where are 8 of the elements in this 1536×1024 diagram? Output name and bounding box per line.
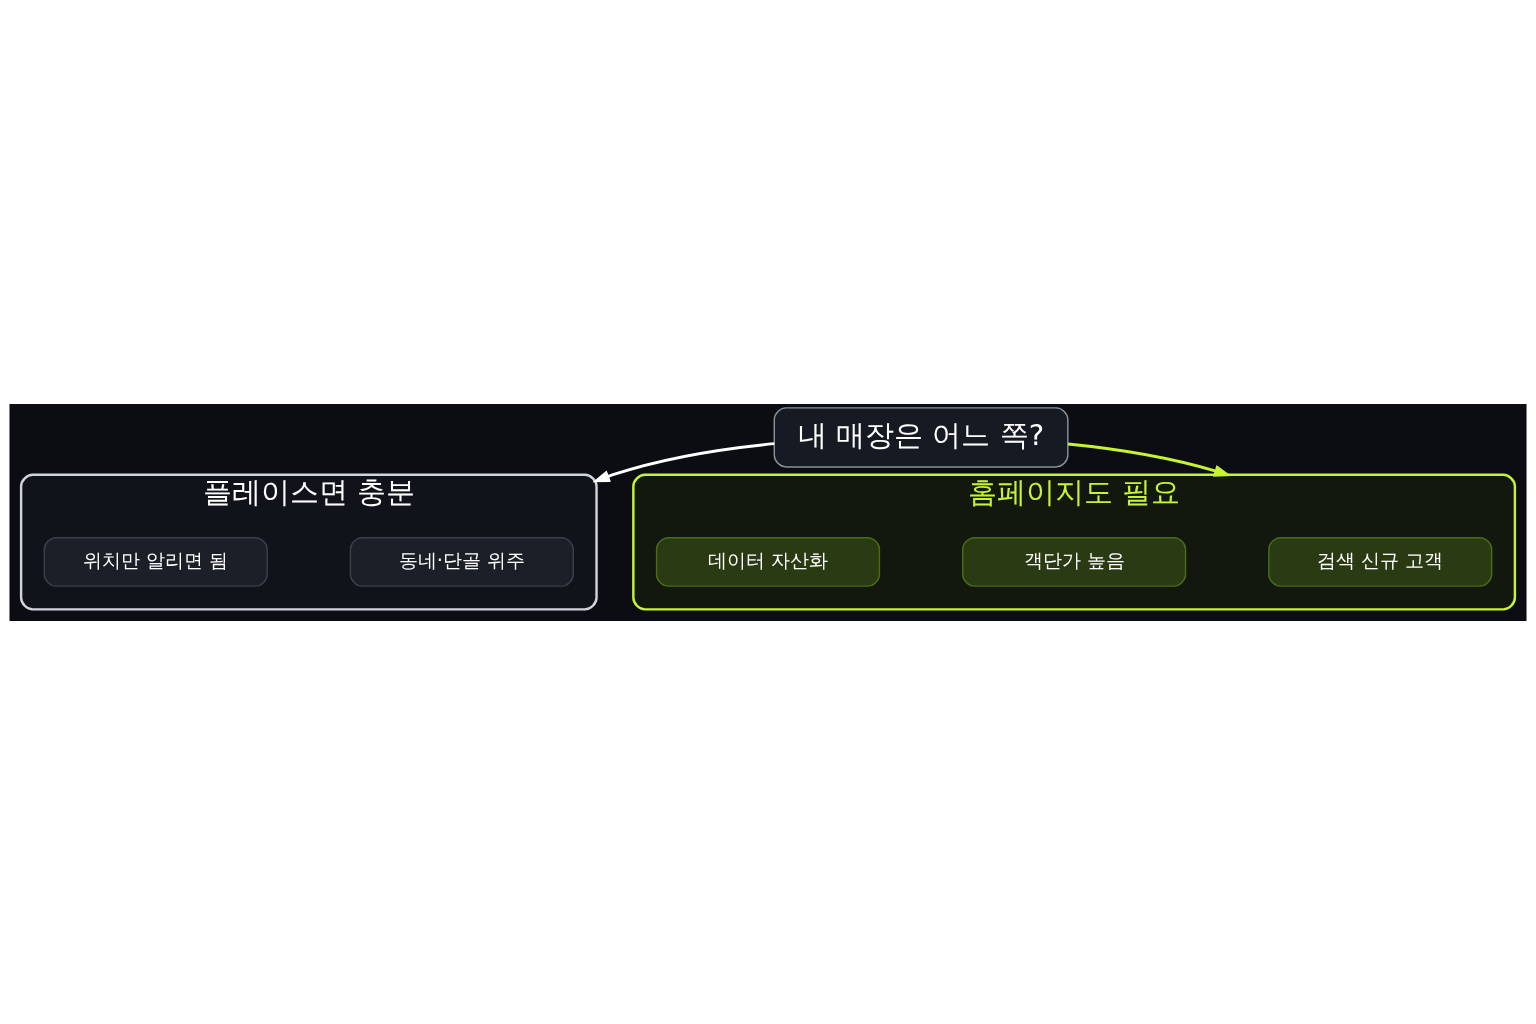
node-box: 위치만 알리면 됨 (43, 536, 268, 587)
node-box: 내 매장은 어느 쪽? (773, 406, 1069, 468)
arrow (1067, 442, 1232, 477)
node-box: 동네·단골 위주 (349, 536, 574, 587)
node-box: 데이터 자산화 (655, 536, 881, 587)
node-box: 검색 신규 고객 (1268, 536, 1493, 587)
arrow (592, 441, 775, 482)
node-box: 객단가 높음 (962, 536, 1187, 587)
